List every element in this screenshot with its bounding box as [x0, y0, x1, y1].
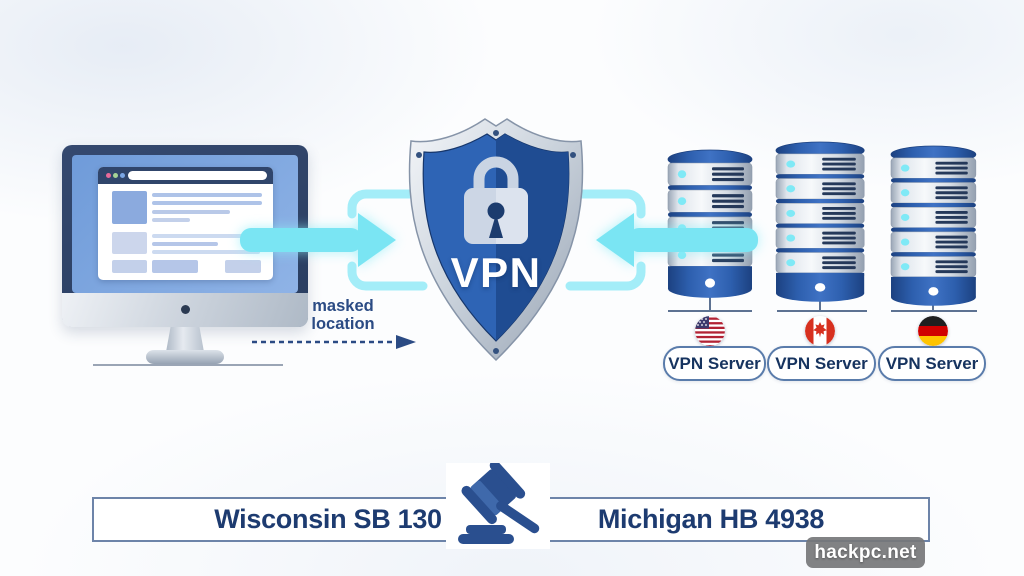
arrow-left-icon	[565, 189, 758, 291]
content-line	[152, 210, 230, 214]
content-thumbnail	[112, 232, 147, 254]
gavel-container	[446, 463, 550, 549]
vpn-shield-icon	[408, 118, 584, 362]
browser-window	[98, 167, 273, 280]
canada-flag-icon	[805, 316, 835, 346]
content-block	[225, 260, 261, 273]
content-thumbnail	[112, 191, 147, 224]
server-stack-germany	[891, 146, 976, 306]
content-line	[152, 201, 262, 205]
content-line	[152, 218, 190, 222]
us-flag-icon	[695, 316, 725, 346]
masked-location-label: masked location	[311, 297, 375, 334]
content-line	[152, 193, 262, 197]
legislation-right-label: Michigan HB 4938	[597, 503, 825, 534]
address-bar	[128, 171, 267, 180]
window-dot-red-icon	[106, 173, 111, 178]
server-stack-us	[668, 150, 752, 298]
monitor-button-icon	[181, 305, 190, 314]
window-dot-green-icon	[113, 173, 118, 178]
server-ground-lines	[668, 296, 977, 312]
server-stack-canada	[776, 142, 864, 302]
monitor-base	[146, 350, 224, 364]
content-block	[152, 260, 198, 273]
vpn-server-label: VPN Server	[668, 353, 761, 373]
watermark-badge: hackpc.net	[806, 537, 925, 568]
watermark-label: hackpc.net	[814, 541, 917, 563]
content-line	[152, 250, 260, 254]
vpn-server-pill-germany: VPN Server	[878, 346, 986, 381]
content-block	[112, 260, 147, 273]
vpn-server-pill-us: VPN Server	[663, 346, 766, 381]
monitor-stand	[166, 327, 204, 352]
germany-flag-icon	[918, 316, 948, 346]
desk-line	[93, 364, 283, 366]
vpn-server-pill-canada: VPN Server	[767, 346, 876, 381]
legislation-left-label: Wisconsin SB 130	[214, 503, 442, 534]
lock-icon	[464, 156, 528, 244]
browser-titlebar	[98, 167, 273, 184]
content-line	[152, 234, 262, 238]
vpn-server-label: VPN Server	[775, 353, 868, 373]
dashed-arrow-icon	[252, 335, 416, 349]
content-line	[152, 242, 218, 246]
vpn-shield-label: VPN	[450, 249, 542, 296]
arrow-right-icon	[240, 189, 428, 291]
vpn-server-label: VPN Server	[885, 353, 979, 373]
gavel-icon	[458, 463, 540, 544]
window-dot-blue-icon	[120, 173, 125, 178]
